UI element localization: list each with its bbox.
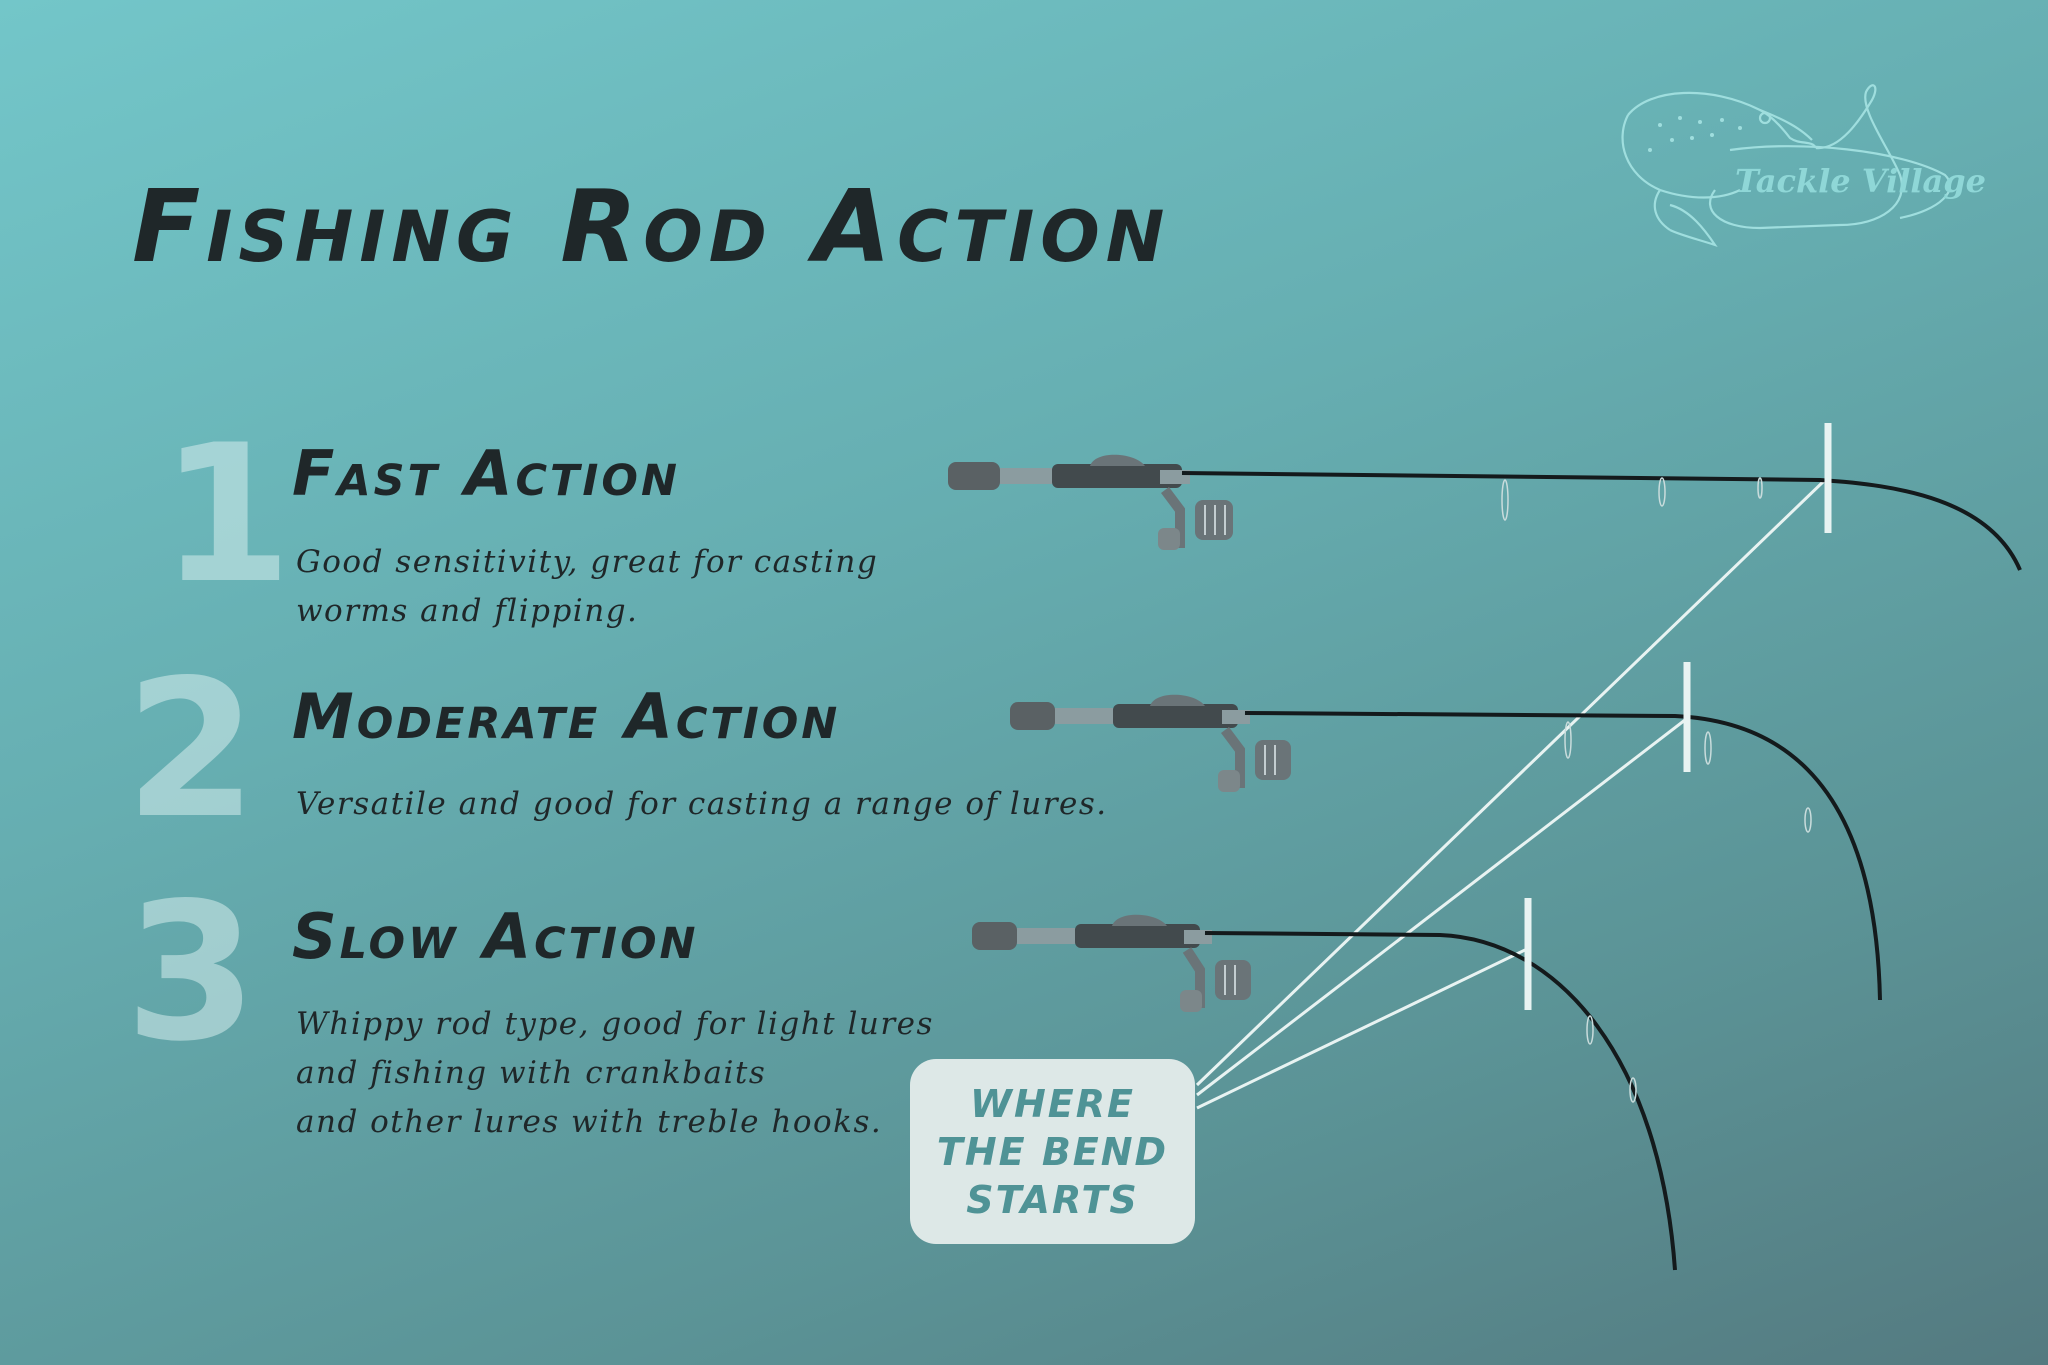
- moderate-action-rod: [1010, 662, 1882, 1001]
- moderate-action-description: Versatile and good for casting a range o…: [296, 786, 1108, 822]
- fast-action-rod: [948, 423, 2022, 571]
- bend-callout: WHERE THE BEND STARTS: [910, 1059, 1195, 1244]
- logo-text: Tackle Village: [1735, 162, 1986, 200]
- item-number-3: 3: [125, 862, 258, 1083]
- page-title: Fishing Rod Action: [132, 168, 1171, 285]
- slow-action-title: Slow Action: [292, 900, 699, 973]
- slow-action-description: Whippy rod type, good for light lures an…: [296, 1006, 934, 1140]
- moderate-action-title: Moderate Action: [292, 680, 841, 753]
- slow-action-rod: [972, 898, 1677, 1271]
- fast-action-title: Fast Action: [292, 437, 680, 510]
- fast-action-description: Good sensitivity, great for casting worm…: [296, 544, 879, 629]
- item-number-1: 1: [160, 404, 293, 625]
- item-number-2: 2: [125, 639, 258, 860]
- bend-connector-lines: [1195, 478, 1827, 1110]
